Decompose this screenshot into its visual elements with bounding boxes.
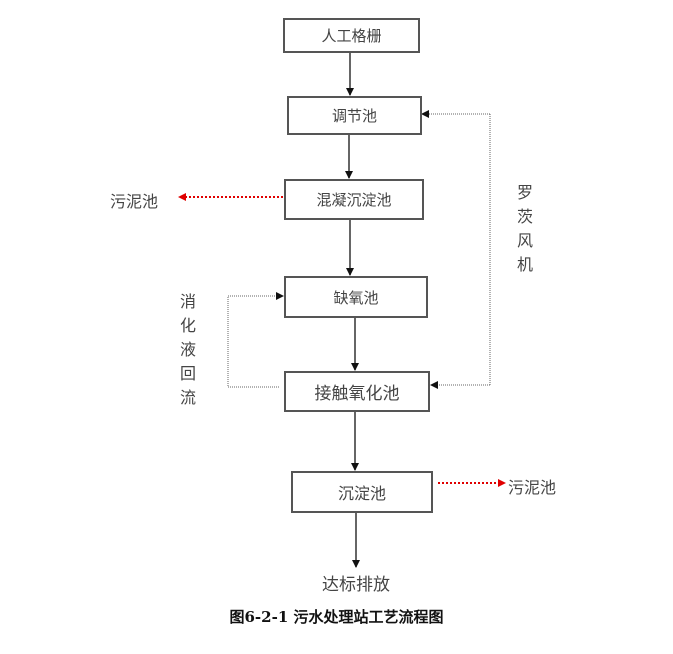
sludge-tank-left: 污泥池 (110, 192, 159, 211)
reflux-char: 流 (179, 388, 196, 407)
reflux-char: 化 (179, 316, 196, 335)
node-coagulation-tank: 混凝沉淀池 (284, 179, 424, 220)
reflux-char: 液 (179, 340, 196, 359)
blower-char: 机 (516, 255, 533, 274)
reflux-char: 回 (179, 364, 196, 383)
node-equalization-tank: 调节池 (287, 96, 422, 135)
blower-char: 茨 (516, 207, 533, 226)
blower-char: 罗 (516, 183, 533, 202)
node-grille: 人工格栅 (283, 18, 420, 53)
figure-caption: 图6-2-1 污水处理站工艺流程图 (229, 608, 444, 626)
blower-char: 风 (516, 231, 533, 250)
reflux-label: 消 化 液 回 流 (179, 290, 197, 410)
discharge-label: 达标排放 (322, 575, 390, 595)
reflux-char: 消 (179, 292, 196, 311)
node-contact-oxidation-tank: 接触氧化池 (284, 371, 430, 412)
blower-label: 罗 茨 风 机 (516, 181, 534, 277)
node-anoxic-tank: 缺氧池 (284, 276, 428, 318)
sludge-tank-right: 污泥池 (508, 478, 557, 497)
node-sedimentation-tank: 沉淀池 (291, 471, 433, 513)
reflux-line (227, 296, 279, 388)
